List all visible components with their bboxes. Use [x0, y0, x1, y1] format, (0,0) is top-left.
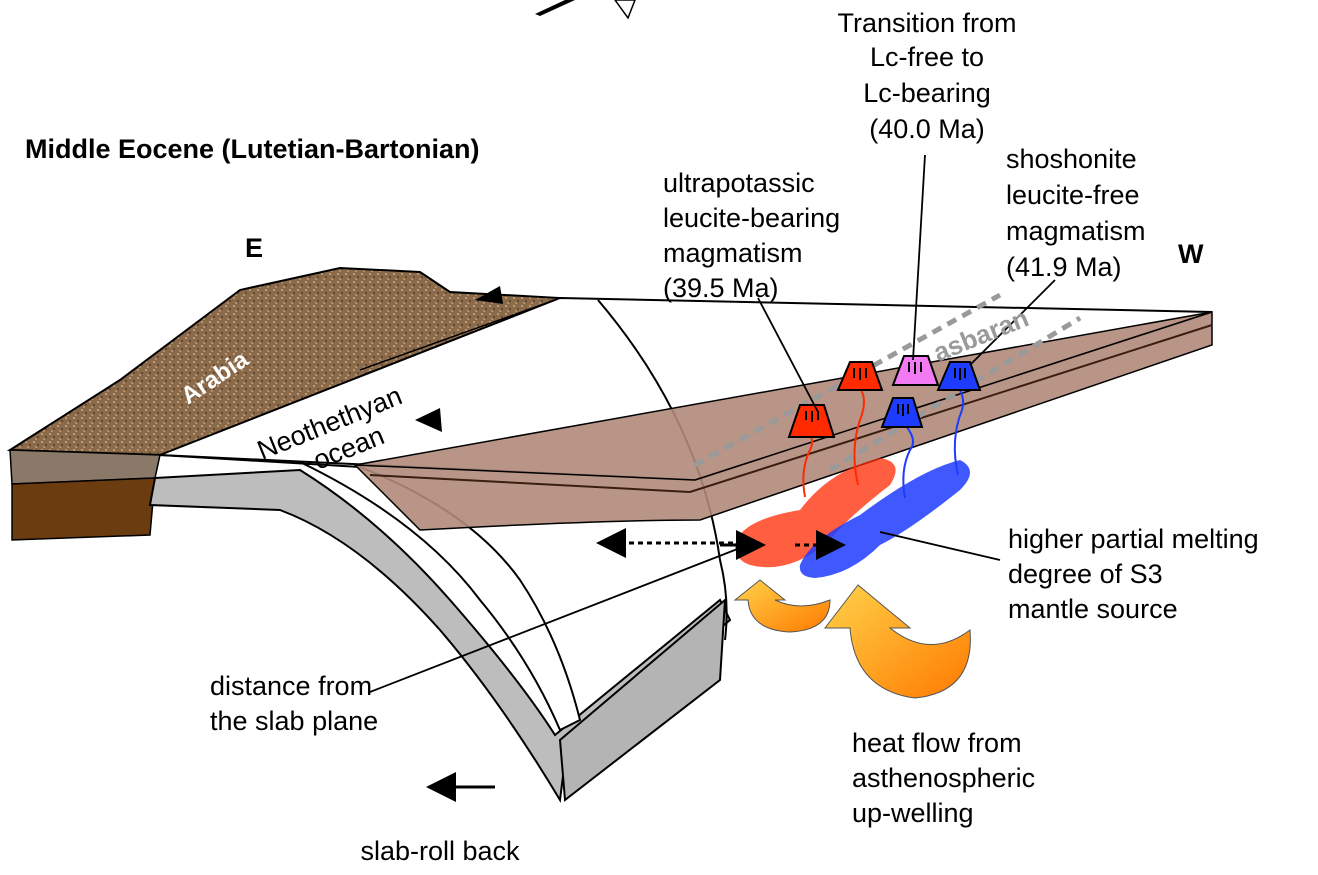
heat-arrow-small: [735, 580, 830, 632]
svg-text:distance from: distance from: [210, 671, 372, 701]
svg-text:Transition from: Transition from: [837, 8, 1016, 38]
svg-text:magmatism: magmatism: [1006, 216, 1146, 246]
svg-text:(40.0 Ma): (40.0 Ma): [869, 114, 985, 144]
svg-text:asthenospheric: asthenospheric: [852, 763, 1035, 793]
svg-text:ultrapotassic: ultrapotassic: [663, 168, 815, 198]
svg-text:Lc-free to: Lc-free to: [870, 42, 984, 72]
east-label: E: [245, 233, 263, 263]
svg-text:Lc-bearing: Lc-bearing: [863, 78, 991, 108]
svg-text:magmatism: magmatism: [663, 238, 803, 268]
svg-text:degree of S3: degree of S3: [1008, 559, 1163, 589]
page-title: Middle Eocene (Lutetian-Bartonian): [25, 134, 480, 164]
arabia-lithosphere: [12, 478, 155, 540]
svg-text:(39.5 Ma): (39.5 Ma): [663, 273, 779, 303]
svg-text:leucite-bearing: leucite-bearing: [663, 203, 840, 233]
ultrapotassic-annotation: ultrapotassic leucite-bearing magmatism …: [663, 168, 840, 303]
partial-melting-annotation: higher partial melting degree of S3 mant…: [1008, 524, 1259, 624]
svg-text:leucite-free: leucite-free: [1006, 180, 1140, 210]
top-arrow-fragment-2: [615, 0, 635, 18]
heat-arrow-large: [825, 585, 970, 698]
svg-text:shoshonite: shoshonite: [1006, 144, 1137, 174]
shoshonite-annotation: shoshonite leucite-free magmatism (41.9 …: [1006, 144, 1146, 282]
svg-text:higher partial melting: higher partial melting: [1008, 524, 1259, 554]
svg-text:up-welling: up-welling: [852, 798, 974, 828]
svg-text:(41.9 Ma): (41.9 Ma): [1006, 252, 1122, 282]
svg-text:the slab plane: the slab plane: [210, 706, 378, 736]
svg-text:heat flow from: heat flow from: [852, 728, 1022, 758]
transition-annotation: Transition from Lc-free to Lc-bearing (4…: [837, 8, 1016, 144]
west-label: W: [1178, 239, 1204, 269]
distance-annotation: distance from the slab plane: [210, 671, 378, 736]
svg-text:mantle source: mantle source: [1008, 594, 1178, 624]
heat-flow-annotation: heat flow from asthenospheric up-welling: [852, 728, 1035, 828]
top-arrow-fragment: [535, 0, 575, 16]
rollback-label: slab-roll back: [360, 836, 520, 866]
